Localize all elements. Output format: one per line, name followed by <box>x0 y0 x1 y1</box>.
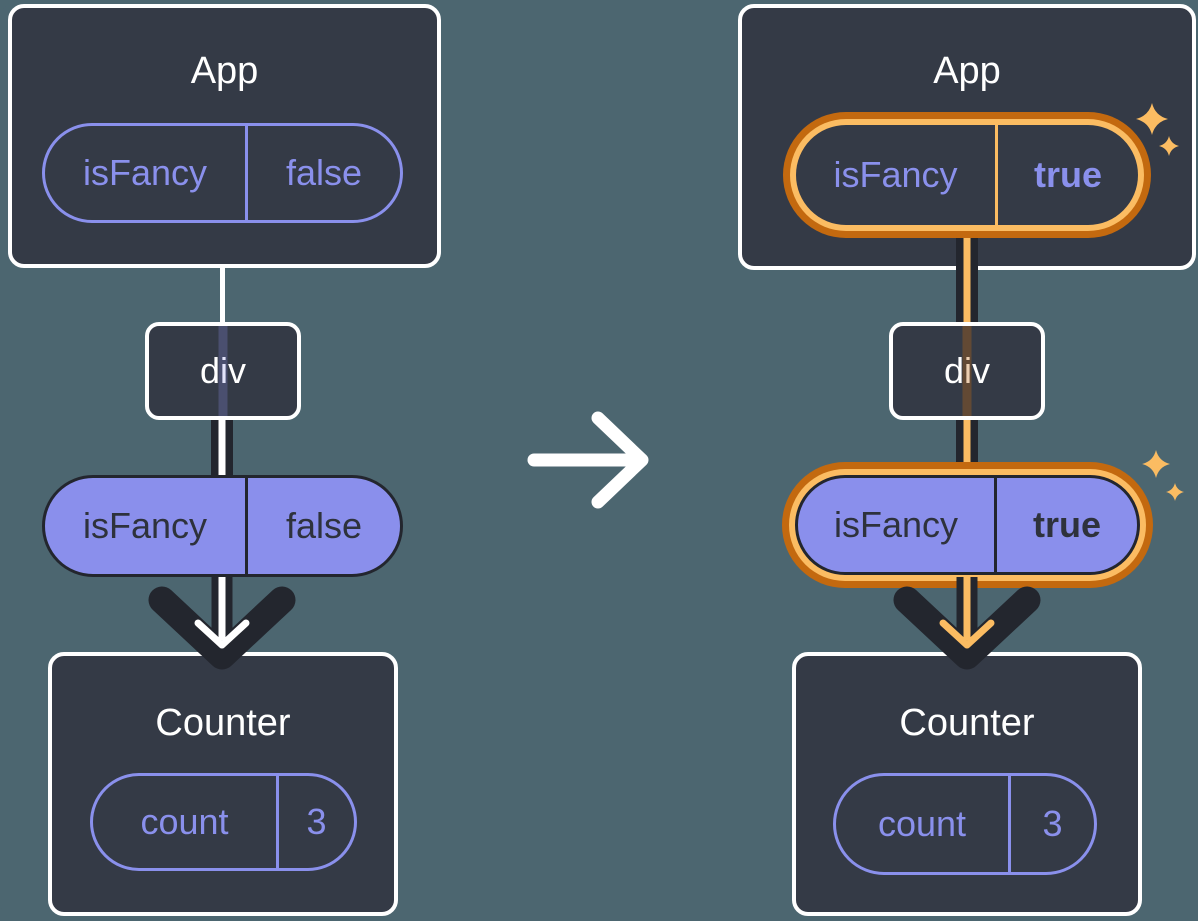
prop-value: false <box>285 505 363 546</box>
arrow-head-outer <box>893 586 1041 670</box>
pill-divider <box>276 776 279 868</box>
arrow-head-inner <box>939 619 995 649</box>
app-title-before: App <box>190 50 259 92</box>
arrow-core <box>963 577 971 640</box>
counter-title-after: Counter <box>899 702 1035 744</box>
sparkle-icon-small <box>1166 483 1184 501</box>
div-label: div <box>943 350 991 391</box>
pill-divider <box>245 478 248 574</box>
highlight-ring-inner: isFancy true <box>789 469 1146 581</box>
pill-divider <box>245 126 248 220</box>
state-value: 3 <box>1042 803 1063 844</box>
prop-value: false <box>285 152 363 193</box>
counter-card-before: Counter count 3 <box>48 652 398 916</box>
prop-value: true <box>1032 504 1101 545</box>
sparkle-icons-app-prop <box>1136 103 1179 156</box>
app-to-div-edge-before <box>220 264 225 326</box>
app-title-after: App <box>933 50 1001 92</box>
sparkle-icon-large <box>1142 450 1170 478</box>
prop-name: isFancy <box>82 505 208 546</box>
counter-state-pill-before: count 3 <box>90 773 357 871</box>
app-to-div-edge-after <box>956 238 978 326</box>
transition-right-arrow-icon <box>527 411 649 509</box>
pill-divider <box>994 478 997 572</box>
prop-name: isFancy <box>833 154 958 195</box>
highlight-ring-app-prop: isFancy true <box>783 112 1151 238</box>
div-label: div <box>199 350 247 391</box>
app-card-before: App isFancy false <box>8 4 441 268</box>
pass-through-line <box>218 326 228 416</box>
arrow-core <box>218 577 226 640</box>
prop-name: isFancy <box>82 152 208 193</box>
div-node-before: div <box>145 322 301 420</box>
highlight-ring-inner: isFancy true <box>790 119 1144 231</box>
passed-prop-pill-after: isFancy true <box>795 475 1140 575</box>
sparkle-icon-small <box>1159 136 1179 156</box>
prop-flow-arrow-after <box>893 577 1041 670</box>
counter-state-pill-after: count 3 <box>833 773 1097 875</box>
sparkle-icon-large <box>1136 103 1168 135</box>
edge-core <box>963 238 971 326</box>
prop-name: isFancy <box>833 504 959 545</box>
state-name: count <box>140 801 229 842</box>
state-name: count <box>877 803 967 844</box>
edge-core <box>218 420 226 478</box>
pill-divider <box>995 125 998 225</box>
counter-title-before: Counter <box>155 702 291 744</box>
prop-value: true <box>1033 154 1102 195</box>
edge-core <box>963 420 971 478</box>
app-prop-pill-after: isFancy true <box>796 125 1138 225</box>
app-card-after: App isFancy true <box>738 4 1196 270</box>
arrow-head <box>591 411 649 509</box>
arrow-head-outer <box>148 586 296 670</box>
div-node-after: div <box>889 322 1045 420</box>
prop-flow-arrow-before <box>148 577 296 670</box>
div-to-prop-edge-before <box>211 420 233 478</box>
pill-divider <box>1008 776 1011 872</box>
sparkle-icons-passed-prop <box>1142 450 1184 501</box>
counter-card-after: Counter count 3 <box>792 652 1142 916</box>
state-value: 3 <box>306 801 327 842</box>
pass-through-line <box>962 326 972 416</box>
highlight-ring-passed-prop: isFancy true <box>782 462 1153 588</box>
app-prop-pill-before: isFancy false <box>42 123 403 223</box>
arrow-head-inner <box>194 619 250 649</box>
passed-prop-pill-before: isFancy false <box>42 475 403 577</box>
